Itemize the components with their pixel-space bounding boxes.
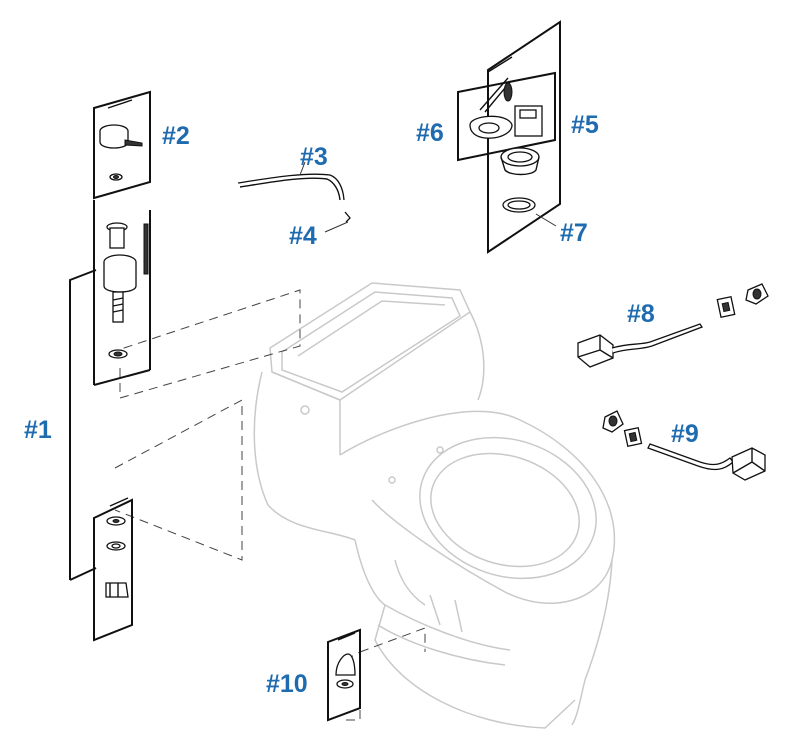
trip-lever-left-group	[602, 410, 766, 481]
trip-lever-right-group	[577, 283, 769, 368]
flush-valve-part	[500, 105, 543, 176]
callout-3-label: #3	[300, 143, 328, 171]
bolt-cap-group	[327, 628, 361, 722]
flush-valve-group	[457, 20, 561, 254]
callout-4-label: #4	[289, 222, 317, 250]
callout-5-label: #5	[571, 111, 599, 139]
supply-nut-part	[105, 516, 129, 598]
fill-valve-cap-part	[99, 124, 143, 181]
callout-6-label: #6	[416, 119, 444, 147]
callout-10-label: #10	[266, 670, 308, 698]
fill-valve-body-part	[103, 222, 149, 359]
gasket-part	[502, 197, 536, 213]
fill-valve-group	[69, 90, 151, 642]
callout-2-label: #2	[162, 122, 190, 150]
callout-9-label: #9	[671, 420, 699, 448]
callout-8-label: #8	[627, 300, 655, 328]
callout-7-label: #7	[560, 219, 588, 247]
refill-tube-group	[237, 161, 351, 233]
assembly-guides	[114, 289, 426, 721]
flapper-part	[469, 77, 513, 139]
toilet-outline	[253, 282, 616, 729]
callout-1-label: #1	[24, 416, 52, 444]
